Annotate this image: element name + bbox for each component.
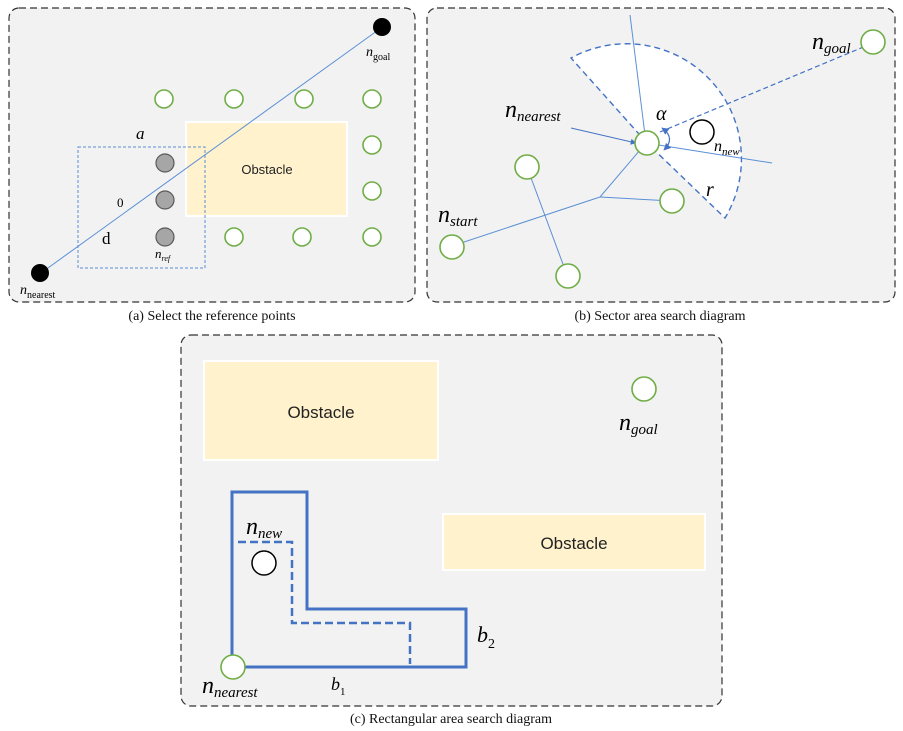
direction-to-goal [659,42,874,133]
nearest-pointer-arrow [570,127,637,145]
nearest-node-c [220,654,246,680]
node [292,227,312,247]
alpha-arc [661,127,672,151]
caption-b: (b) Sector area search diagram [574,309,745,324]
line-nearest-goal [40,27,382,274]
caption-c: (c) Rectangular area search diagram [350,712,552,727]
obstacle-c1 [203,360,439,461]
node [362,181,382,201]
reference-point [155,153,175,173]
label-n-new-b: nnew [714,138,740,158]
label-a: a [136,124,145,143]
node [224,227,244,247]
label-b1: b1 [331,674,346,698]
reference-point [155,227,175,247]
node [154,89,174,109]
label-d: d [102,229,111,248]
label-n-goal-a: ngoal [366,45,390,63]
node [224,89,244,109]
new-node-b [689,119,715,145]
node [362,89,382,109]
tree-node [514,154,540,180]
reference-point [155,190,175,210]
reference-search-box [77,146,206,269]
green-nodes-a [154,89,382,247]
label-b2: b2 [477,622,495,652]
goal-node-a [373,18,391,36]
goal-node-c [631,376,657,402]
panel-b: ngoal nnearest nnew nstart α r (b) Secto… [426,7,896,324]
start-node-b [439,234,465,260]
label-alpha: α [656,103,667,125]
nearest-node-a [31,264,49,282]
label-n-new-c: nnew [246,514,282,542]
node [362,227,382,247]
node [294,89,314,109]
label-n-goal-c: ngoal [619,410,658,438]
node [362,135,382,155]
nearest-node-b [634,130,660,156]
obstacle-c1-label: Obstacle [287,403,354,422]
label-r: r [706,179,714,201]
label-n-nearest-b: nnearest [505,97,561,125]
label-n-nearest-a: nnearest [20,283,56,301]
new-node-c [251,550,277,576]
caption-a: (a) Select the reference points [128,309,295,324]
panel-c: Obstacle Obstacle ngoal nnew nnearest b2… [180,334,723,727]
label-n-goal-b: ngoal [812,29,851,57]
obstacle-a-label: Obstacle [241,162,292,177]
panel-a: Obstacle a 0 d nref ngoal nnearest (a) S… [8,7,416,324]
label-theta: 0 [117,195,124,210]
goal-node-b [860,29,886,55]
search-sector [569,43,743,220]
tree-node [555,263,581,289]
obstacle-c2-label: Obstacle [540,534,607,553]
label-n-start-b: nstart [438,202,478,230]
reference-points [155,153,175,247]
label-n-nearest-c: nnearest [202,673,258,701]
tree-node [659,188,685,214]
inner-search-region [238,540,412,664]
label-n-ref: nref [155,246,172,263]
obstacle-c2 [442,513,706,571]
